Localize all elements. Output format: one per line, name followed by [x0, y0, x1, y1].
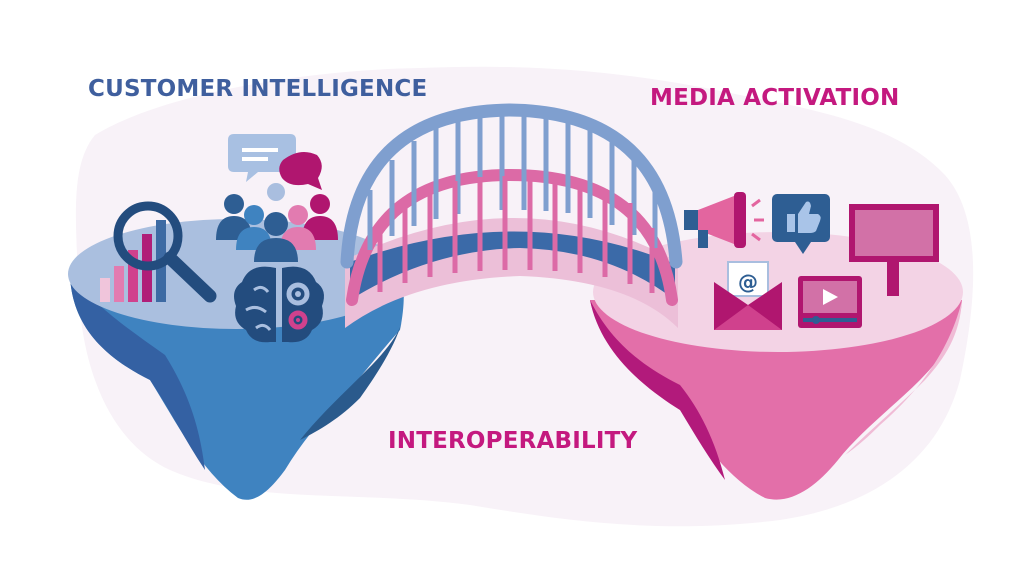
svg-text:@: @: [738, 270, 758, 294]
right-island-rock: [590, 300, 962, 500]
bridge: [340, 103, 683, 328]
right-island-rock-shade: [590, 300, 725, 480]
bridge-arch-pink: [346, 168, 678, 306]
brain-gears-icon: [234, 266, 324, 343]
email-icon: @: [714, 261, 782, 330]
bridge-arch-blue: [340, 103, 683, 269]
magnifier-icon: [113, 201, 217, 303]
left-island-rock-shade: [70, 275, 205, 470]
people-group-icon: [216, 183, 338, 262]
megaphone-icon: [684, 192, 764, 248]
video-player-icon: [798, 276, 862, 328]
customer-intelligence-label: CUSTOMER INTELLIGENCE: [88, 76, 428, 102]
interoperability-label: INTEROPERABILITY: [388, 428, 638, 454]
media-activation-label: MEDIA ACTIVATION: [650, 85, 900, 111]
left-island-rock: [70, 275, 404, 500]
left-island-rock-shade-right: [300, 322, 402, 440]
bridge-blue-hangers: [367, 112, 658, 250]
billboard-icon: [849, 204, 939, 296]
chat-bubbles-icon: [228, 134, 322, 190]
thumbs-up-icon: [772, 194, 830, 254]
bridge-pink-hangers: [377, 176, 655, 293]
